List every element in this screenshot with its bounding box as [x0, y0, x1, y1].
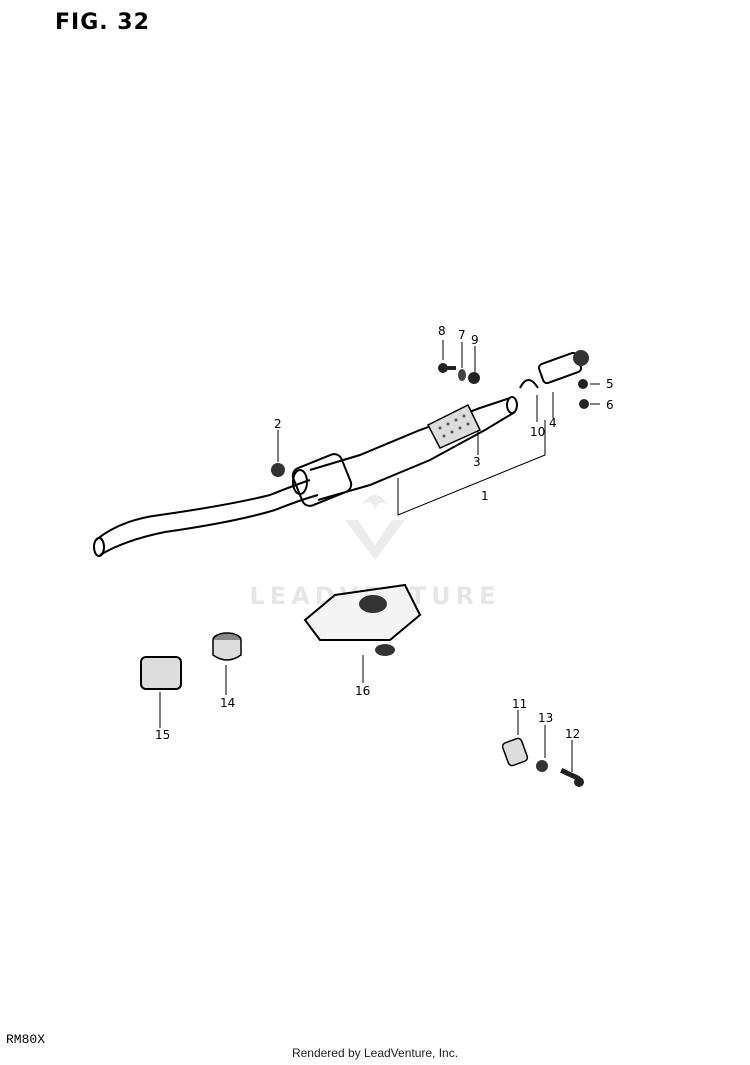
part-11-collar [501, 737, 529, 767]
watermark-logo [345, 495, 405, 560]
part-13-washer [536, 760, 548, 772]
callout-12: 12 [565, 727, 580, 741]
callout-4: 4 [549, 416, 557, 430]
callout-13: 13 [538, 711, 553, 725]
part-5-nut [578, 379, 588, 389]
part-9-nut [468, 372, 480, 384]
callout-10: 10 [530, 425, 545, 439]
exhaust-pipe [93, 396, 518, 557]
part-16-guard [303, 583, 422, 656]
callout-9: 9 [471, 333, 479, 347]
callout-11: 11 [512, 697, 527, 711]
part-10-clip [519, 379, 539, 389]
part-2-grommet [271, 463, 285, 477]
part-6-screw [579, 399, 589, 409]
part-14-rubber [212, 632, 242, 661]
model-code: RM80X [6, 1032, 46, 1047]
part-12-bolt [560, 768, 584, 787]
footer-credit: Rendered by LeadVenture, Inc. [291, 1046, 459, 1060]
callout-bracket [397, 420, 546, 516]
callout-5: 5 [606, 377, 614, 391]
callout-8: 8 [438, 324, 446, 338]
callout-2: 2 [274, 417, 282, 431]
part-8-bolt [438, 363, 456, 373]
part-7-washer [458, 369, 466, 381]
callout-16: 16 [355, 684, 370, 698]
callout-6: 6 [606, 398, 614, 412]
part-15-cushion [140, 656, 182, 690]
callout-3: 3 [473, 455, 481, 469]
leader-lines [159, 340, 600, 772]
silencer-core [426, 403, 482, 449]
callout-7: 7 [458, 328, 466, 342]
callout-1: 1 [481, 489, 489, 503]
figure-title: FIG. 32 [55, 10, 150, 35]
callout-14: 14 [220, 696, 235, 710]
callout-15: 15 [155, 728, 170, 742]
part-4-spark-arrester [537, 350, 589, 385]
